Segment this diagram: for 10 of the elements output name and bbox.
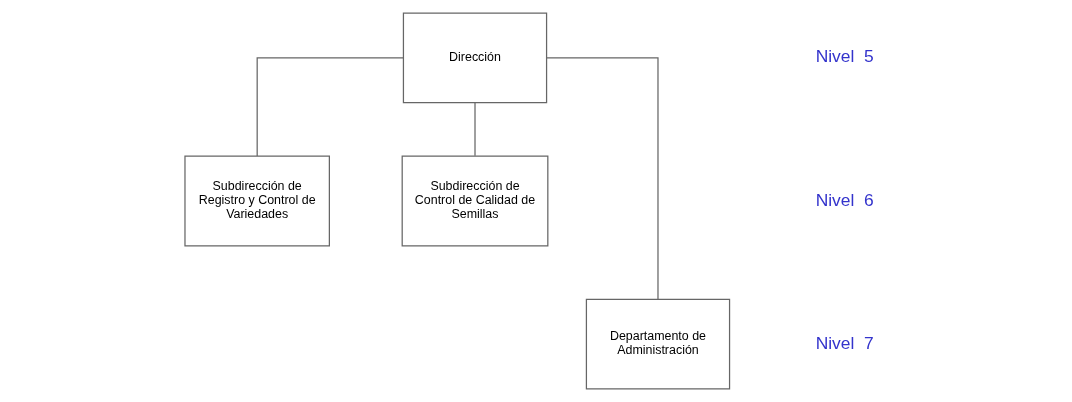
node-box: Departamento de Administración — [585, 298, 731, 390]
label: Nivel 5 — [815, 46, 874, 67]
label: Nivel 7 — [815, 332, 874, 353]
node-box: Dirección — [402, 12, 548, 104]
connector — [546, 57, 659, 300]
connector — [474, 102, 476, 157]
label: Nivel 6 — [815, 189, 874, 210]
node-box: Subdirección de Control de Calidad de Semillas — [401, 155, 549, 247]
node-box: Subdirección de Registro y Control de Variedades — [184, 155, 330, 247]
connector — [256, 57, 404, 157]
